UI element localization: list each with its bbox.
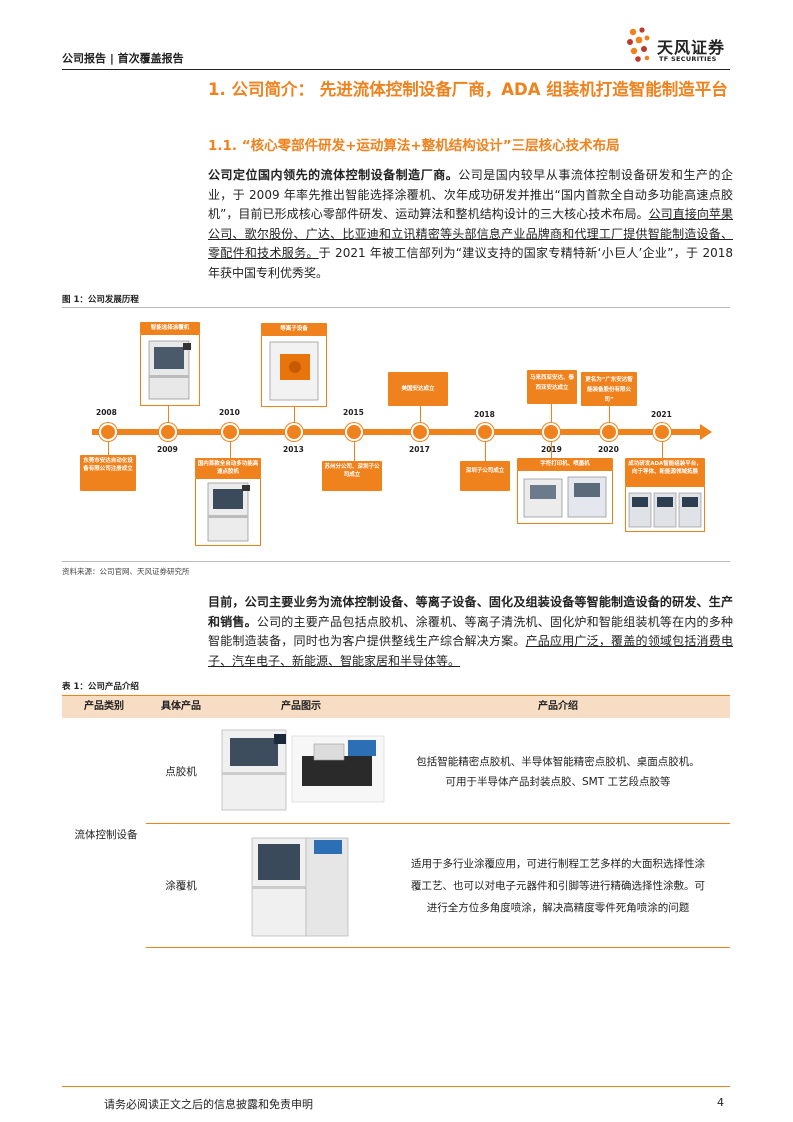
header-divider	[62, 69, 730, 70]
connector-2021	[662, 441, 663, 458]
business-text: 公司的主要产品包括点胶机、涂覆机、等离子清洗机、固化炉和智能组装机等在内的多种智…	[208, 614, 733, 649]
year-label-2015: 2015	[343, 408, 364, 417]
development-timeline: 2008 2009 2010 2013 2015 2017 2018 2019 …	[62, 308, 730, 560]
event-2009-label: 智能选择涂覆机	[140, 322, 200, 334]
assembly-platform-icon	[628, 492, 702, 528]
footer-disclaimer: 请务必阅读正文之后的信息披露和免责申明	[104, 1098, 313, 1111]
intro-text-2: 于 2021 年被工信部列为“建议支持的国家专精特新‘小巨人’企业”，于 201…	[208, 246, 733, 280]
category-cell: 流体控制设备	[74, 829, 138, 841]
logo-text-en: TF SECURITIES	[659, 55, 717, 63]
coating-machine-icon	[148, 340, 191, 400]
table-top-rule	[62, 695, 730, 696]
header-image: 产品图示	[216, 696, 386, 718]
timeline-dot-2018	[476, 423, 494, 441]
plasma-equipment-photo	[261, 335, 327, 407]
dispenser-machines-icon	[221, 729, 385, 811]
connector-2019a	[551, 404, 552, 423]
connector-2015	[354, 441, 355, 461]
coater-product-photo	[248, 830, 352, 942]
connector-2008	[108, 441, 109, 455]
timeline-dot-2008	[99, 423, 117, 441]
report-header: 公司报告 | 首次覆盖报告	[62, 52, 184, 65]
event-2015: 苏州分公司、深圳子公司成立	[322, 461, 382, 491]
timeline-dot-2017	[411, 423, 429, 441]
year-label-2021: 2021	[651, 410, 672, 419]
connector-2017	[420, 406, 421, 423]
header-category: 产品类别	[62, 696, 146, 718]
dispenser-icon	[207, 482, 250, 542]
row-divider-2	[146, 947, 730, 948]
connector-2013	[294, 407, 295, 423]
event-2017: 美国安达成立	[388, 372, 448, 406]
coating-machine-photo	[140, 334, 200, 406]
connector-2019b	[551, 441, 552, 458]
figure-top-rule	[62, 307, 730, 308]
timeline-dot-2015	[345, 423, 363, 441]
event-2013-label: 等离子设备	[261, 323, 327, 335]
figure-source: 资料来源：公司官网、天风证券研究所	[62, 567, 190, 576]
timeline-dot-2010	[221, 423, 239, 441]
subsection-heading: 1.1. “核心零部件研发+运动算法+整机结构设计”三层核心技术布局	[208, 138, 620, 154]
figure-bottom-rule	[62, 561, 730, 562]
plasma-equipment-icon	[269, 341, 319, 401]
coater-desc-line-1: 适用于多行业涂覆应用，可进行制程工艺多样的大面积选择性涂	[411, 858, 705, 870]
dispenser-desc-line-2: 可用于半导体产品封装点胶、SMT 工艺段点胶等	[445, 776, 671, 788]
event-2019-above: 马来西亚安达、泰西亚安达成立	[527, 370, 577, 404]
printer-icon	[523, 476, 607, 518]
event-2018: 深圳子公司成立	[460, 461, 510, 491]
connector-2009	[168, 406, 169, 423]
dispenser-photo	[195, 478, 261, 546]
timeline-dot-2020	[600, 423, 618, 441]
event-2019-below-label: 字符打印机、喷墨机	[517, 458, 613, 470]
figure-title: 图 1：公司发展历程	[62, 295, 139, 305]
year-label-2018: 2018	[474, 410, 495, 419]
business-paragraph: 目前，公司主要业务为流体控制设备、等离子设备、固化及组装设备等智能制造设备的研发…	[208, 593, 733, 671]
timeline-dot-2013	[285, 423, 303, 441]
assembly-platform-photo	[625, 486, 705, 532]
dispenser-desc-line-1: 包括智能精密点胶机、半导体智能精密点胶机、桌面点胶机。	[416, 756, 700, 768]
page-number: 4	[717, 1096, 724, 1109]
footer-rule	[62, 1086, 730, 1087]
event-2010-label: 国内首款全自动多功能高速点胶机	[195, 458, 261, 478]
printer-photo	[517, 470, 613, 524]
company-logo: 天风证券 TF SECURITIES	[625, 26, 735, 66]
event-2021-label: 成功研发ADA智能组装平台，向于导体、新能源领域拓展	[625, 458, 705, 486]
logo-text-cn: 天风证券	[657, 38, 726, 57]
timeline-dot-2009	[159, 423, 177, 441]
coater-desc-line-3: 进行全方位多角度喷涂，解决高精度零件死角喷涂的问题	[426, 902, 690, 914]
coater-machine-icon	[251, 837, 349, 937]
row-divider-1	[146, 823, 730, 824]
business-applications: 产品应用广泛，覆盖的领域包括消费电子、汽车电子、新能源、智能家居和半导体等。	[208, 634, 733, 668]
year-label-2009: 2009	[157, 445, 178, 454]
dispenser-product-photo	[218, 726, 388, 812]
connector-2010	[230, 441, 231, 458]
year-label-2013: 2013	[283, 445, 304, 454]
logo-mark-icon	[627, 27, 650, 62]
year-label-2017: 2017	[409, 445, 430, 454]
intro-lead: 公司定位国内领先的流体控制设备制造厂商。	[208, 168, 459, 182]
table-title: 表 1：公司产品介绍	[62, 682, 139, 692]
header-description: 产品介绍	[386, 696, 730, 718]
timeline-dot-2021	[653, 423, 671, 441]
product-cell-dispenser: 点胶机	[165, 766, 197, 778]
connector-2020	[609, 406, 610, 423]
business-lead: 目前，公司主要业务为流体控制设备、等离子设备、固化及组装设备等智能制造设备的研发…	[208, 595, 733, 629]
intro-paragraph: 公司定位国内领先的流体控制设备制造厂商。公司是国内较早从事流体控制设备研发和生产…	[208, 166, 733, 283]
year-label-2008: 2008	[96, 408, 117, 417]
year-label-2010: 2010	[219, 408, 240, 417]
coater-desc-line-2: 覆工艺、也可以对电子元器件和引脚等进行精确选择性涂敷。可	[411, 880, 705, 892]
section-heading: 1. 公司简介： 先进流体控制设备厂商，ADA 组装机打造智能制造平台	[208, 80, 728, 99]
intro-customers: 公司直接向苹果公司、歌尔股份、广达、比亚迪和立讯精密等头部信息产业品牌商和代理工…	[208, 207, 733, 260]
event-2020: 更名为“广东安达智能装备股份有限公司”	[581, 372, 637, 406]
timeline-dot-2019	[542, 423, 560, 441]
product-cell-coater: 涂覆机	[165, 880, 197, 892]
timeline-axis	[92, 429, 702, 435]
year-label-2020: 2020	[598, 445, 619, 454]
header-product: 具体产品	[146, 696, 216, 718]
timeline-arrow-icon	[700, 424, 712, 440]
event-2008: 东莞市安达自动化设备有限公司注册成立	[80, 455, 136, 491]
intro-text-1: 公司是国内较早从事流体控制设备研发和生产的企业，于 2009 年率先推出智能选择…	[208, 168, 733, 221]
connector-2018	[485, 441, 486, 461]
